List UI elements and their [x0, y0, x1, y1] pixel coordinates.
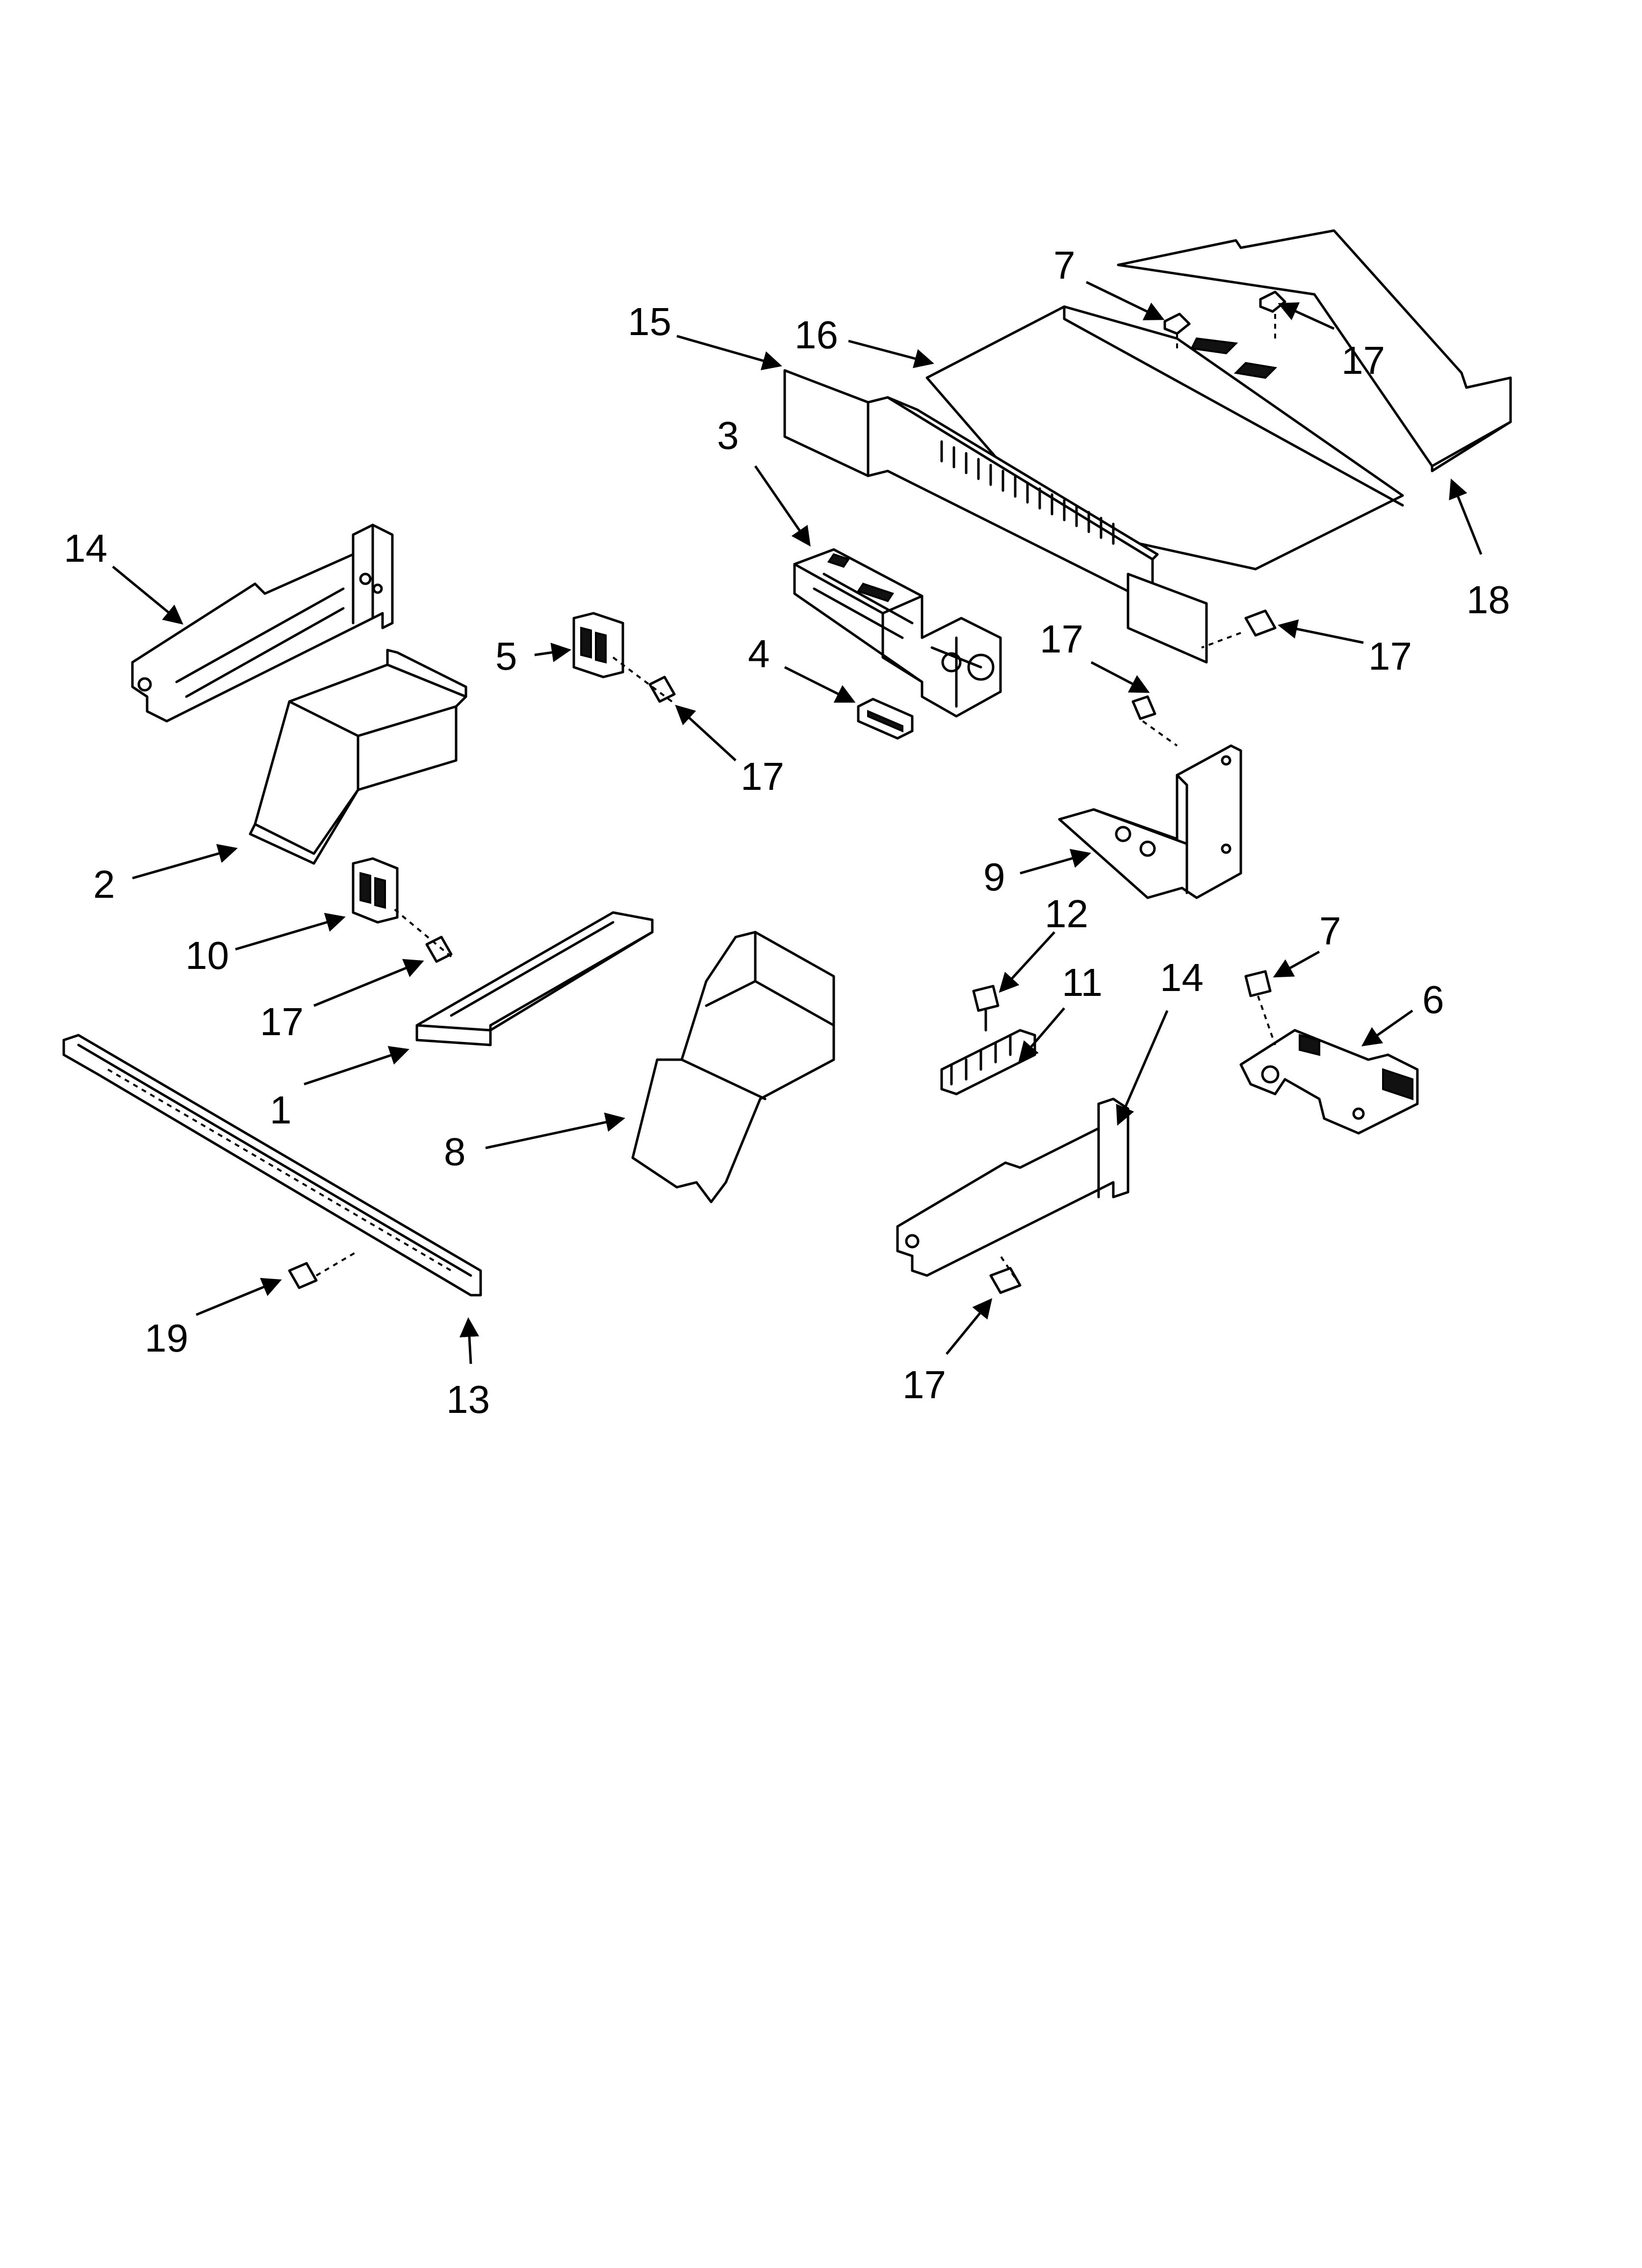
callout-17-top: 17 [1341, 339, 1385, 382]
part-13-long-rail [62, 1034, 482, 1297]
part-6-bracket-plate [1239, 1029, 1419, 1135]
part-14-side-bracket-left [131, 523, 394, 723]
callout-14-right: 14 [1160, 956, 1204, 999]
callout-3: 3 [717, 414, 739, 457]
callout-15: 15 [628, 300, 671, 343]
part-4-connector [857, 698, 914, 740]
callout-6: 6 [1422, 978, 1444, 1021]
callout-1: 1 [270, 1088, 292, 1132]
callout-14-left: 14 [64, 526, 107, 570]
callout-13: 13 [446, 1378, 490, 1421]
leader-lines [112, 281, 1483, 1364]
callout-11: 11 [1062, 961, 1103, 1004]
callout-18: 18 [1466, 578, 1510, 622]
callout-2: 2 [93, 862, 115, 906]
part-15-vent-channel [783, 369, 1208, 664]
callout-17-bracket: 17 [1040, 617, 1083, 661]
callout-19: 19 [145, 1316, 188, 1360]
callout-17-switch: 17 [741, 755, 784, 798]
screw-7-top [1163, 313, 1191, 335]
vent-slots [940, 440, 1115, 545]
part-11-terminal-block [940, 1029, 1036, 1095]
screw-17-top [1259, 290, 1286, 313]
screw-17-switch [648, 676, 676, 703]
part-1-channel [415, 911, 654, 1046]
part-9-mounting-bracket [1058, 744, 1242, 899]
callout-17-right: 17 [1368, 634, 1412, 678]
callout-16: 16 [795, 313, 838, 357]
callout-7-right: 7 [1319, 909, 1341, 953]
callout-17-lower: 17 [902, 1363, 946, 1407]
part-10-switch [352, 857, 399, 924]
callout-labels: 7 15 16 17 3 18 14 5 4 17 17 17 2 9 10 1… [64, 243, 1510, 1421]
callout-5: 5 [495, 634, 517, 678]
callout-8: 8 [444, 1130, 466, 1173]
callout-7-top: 7 [1053, 243, 1076, 287]
callout-9: 9 [983, 855, 1005, 899]
callout-17-left: 17 [260, 1000, 304, 1043]
callout-12: 12 [1045, 892, 1088, 936]
screw-17-lower [989, 1267, 1022, 1294]
part-5-switch [572, 612, 624, 678]
screw-19 [288, 1262, 318, 1289]
callout-4: 4 [748, 632, 770, 676]
part-8-deflector [631, 931, 835, 1203]
screw-7-right [1244, 970, 1272, 997]
part-18-top-panel [1117, 229, 1512, 472]
part-3-valve-assembly [793, 548, 1002, 718]
screw-17-left [425, 936, 453, 963]
part-16-shield-plate [925, 305, 1404, 571]
part-2-duct [249, 649, 467, 865]
screws [288, 290, 1286, 1294]
part-12-screw [972, 985, 1000, 1032]
callout-10: 10 [185, 934, 229, 977]
screw-17-right [1244, 609, 1277, 637]
part-14-side-bracket-right [896, 1097, 1129, 1277]
screw-17-bracket [1131, 695, 1156, 720]
